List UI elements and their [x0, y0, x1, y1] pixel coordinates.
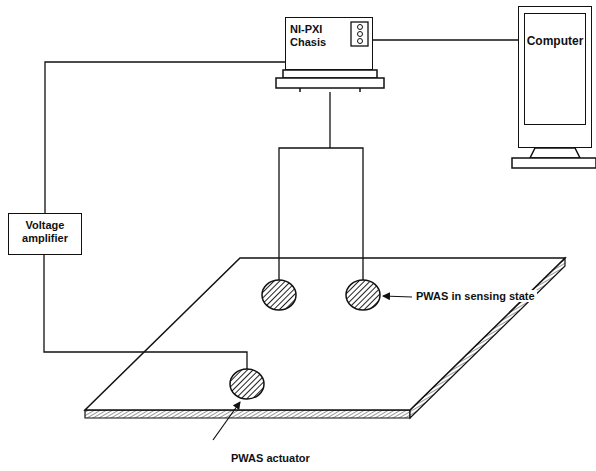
computer-monitor: Computer: [518, 6, 592, 148]
plate: [85, 258, 565, 418]
pwas-disc: [230, 280, 380, 399]
sensor-label: PWAS in sensing state: [414, 290, 537, 302]
node-text: Voltage amplifier: [13, 219, 77, 244]
actuator-label: PWAS actuator: [229, 452, 312, 464]
leader-line: [213, 296, 412, 440]
node-text: Computer: [523, 35, 587, 49]
chassis-box: NI-PXI Chasis: [285, 17, 373, 70]
monitor-stand: [512, 148, 596, 168]
monitor-screen: [524, 13, 586, 125]
wire: [44, 92, 363, 369]
chassis-stand: [276, 70, 384, 92]
node-text: NI-PXI Chasis: [290, 23, 350, 48]
amplifier-box: Voltage amplifier: [8, 213, 82, 255]
wire-connector: [45, 62, 285, 213]
wire-connector: [373, 40, 518, 41]
module-slot: [350, 21, 370, 47]
